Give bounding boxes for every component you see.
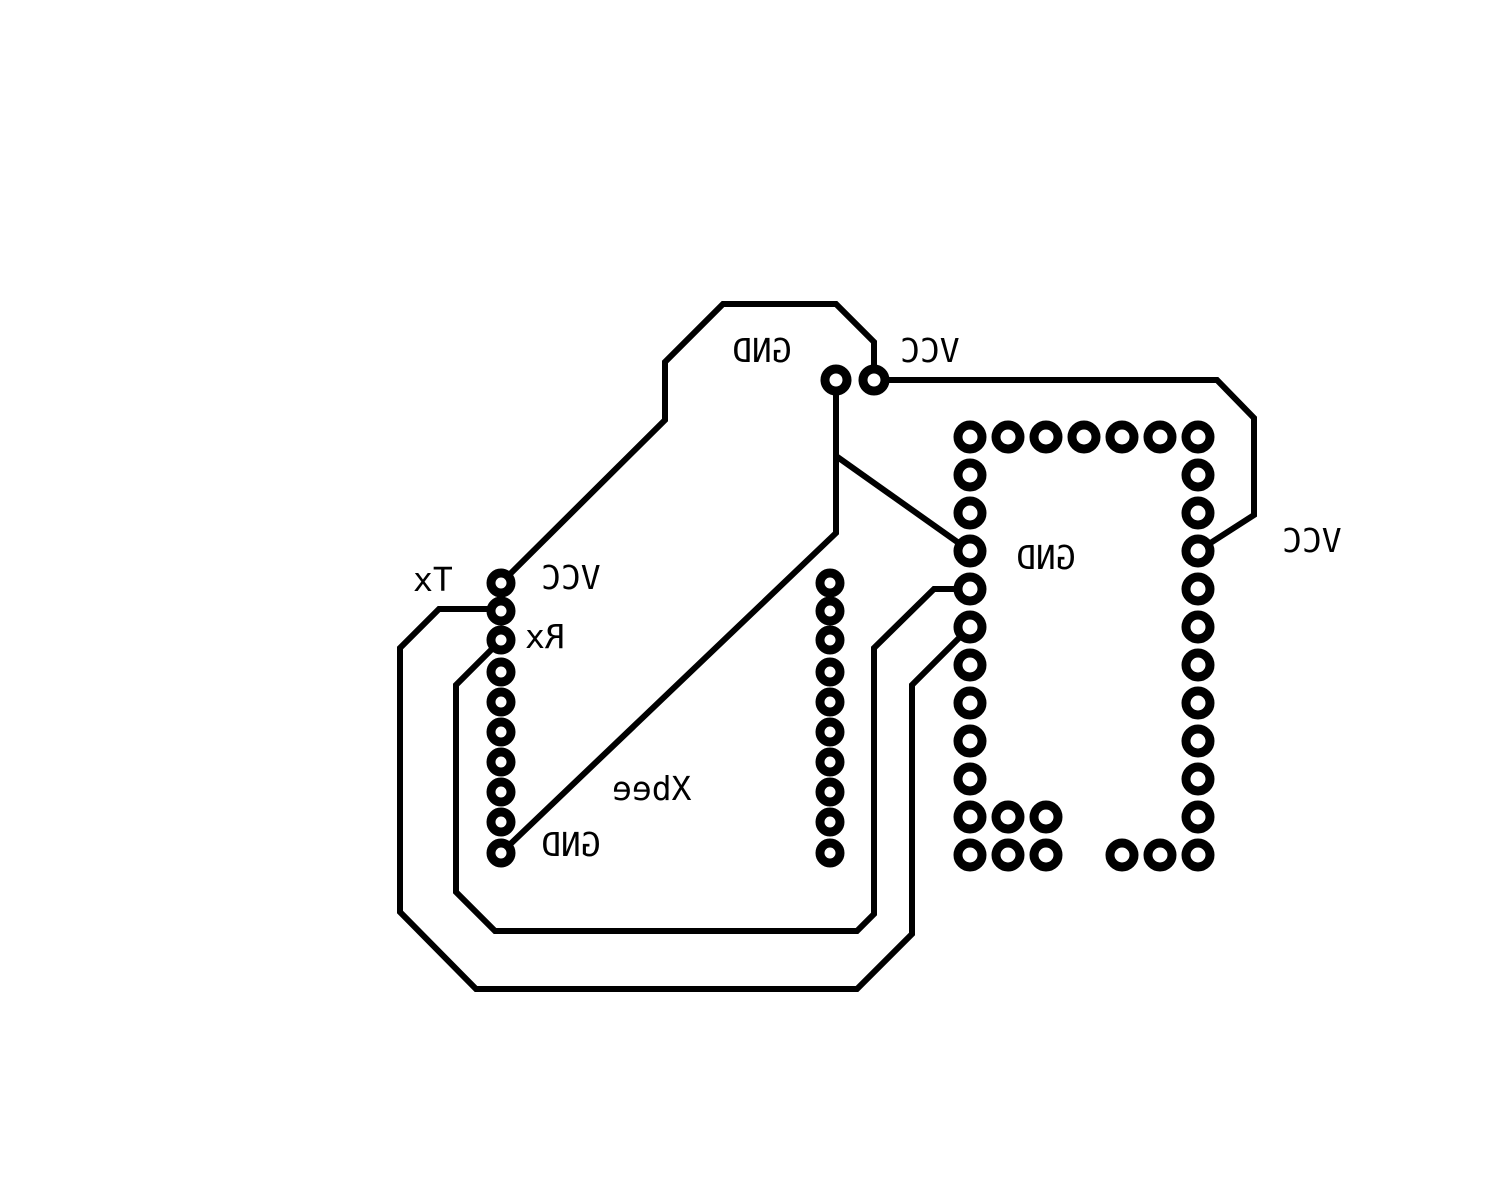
xbee-left-pad-8 <box>486 777 516 807</box>
module-left-pad-4 <box>953 572 987 606</box>
copper-traces <box>397 301 1257 992</box>
label-gnd-xbee: GND <box>541 825 601 864</box>
module-bottom-pad-2 <box>1029 800 1063 834</box>
xbee-left-pad-1 <box>486 568 516 598</box>
xbee-right-pad-9 <box>815 807 845 837</box>
xbee-left-pad-7 <box>486 747 516 777</box>
module-left-pad-9 <box>953 762 987 796</box>
module-bottom-pad-4 <box>1029 838 1063 872</box>
module-right-pad-8 <box>1181 724 1215 758</box>
module-left-pad-8 <box>953 724 987 758</box>
module-right-pad-5 <box>1181 610 1215 644</box>
xbee-right-pad-6 <box>815 717 845 747</box>
xbee-right-pad-3 <box>815 625 845 655</box>
module-right-pad-7 <box>1181 686 1215 720</box>
module-bottom-pad-1 <box>991 800 1025 834</box>
label-gnd-module: GND <box>1016 538 1076 577</box>
module-bottom-pad-5 <box>1105 838 1139 872</box>
module-right-pad-4 <box>1181 572 1215 606</box>
module-right-pad-2 <box>1181 496 1215 530</box>
module-right-pad-1 <box>1181 458 1215 492</box>
xbee-left-pad-6 <box>486 717 516 747</box>
module-bottom-pad-6 <box>1143 838 1177 872</box>
xbee-left-pad-3 <box>486 625 516 655</box>
module-top-pad-2 <box>991 420 1025 454</box>
xbee-right-pad-1 <box>815 568 845 598</box>
module-top-pad-7 <box>1181 420 1215 454</box>
module-right-pad-10 <box>1181 800 1215 834</box>
module-left-pad-5 <box>953 610 987 644</box>
xbee-left-pad-2 <box>486 596 516 626</box>
xbee-right-pad-8 <box>815 777 845 807</box>
module-left-pad-6 <box>953 648 987 682</box>
module-left-pad-3 <box>953 534 987 568</box>
label-vcc-xbee: VCC <box>541 558 601 597</box>
xbee-right-pad-5 <box>815 687 845 717</box>
trace-tx-loop <box>397 606 973 992</box>
module-top-pad-5 <box>1105 420 1139 454</box>
module-right-pad-11 <box>1181 838 1215 872</box>
xbee-left-pad-5 <box>486 687 516 717</box>
header-pad-gnd <box>820 364 852 396</box>
module-top-pad-1 <box>953 420 987 454</box>
module-left-pad-10 <box>953 800 987 834</box>
label-xbee: Xbee <box>612 769 692 808</box>
copper-pads <box>486 364 1215 872</box>
trace-gnd-xbee <box>498 380 839 856</box>
module-left-pad-11 <box>953 838 987 872</box>
trace-rx-loop <box>453 586 970 934</box>
xbee-left-pad-9 <box>486 807 516 837</box>
label-tx: Tx <box>413 560 453 599</box>
trace-vcc-xbee-top <box>498 301 877 586</box>
label-rx: Rx <box>525 617 565 656</box>
module-top-pad-6 <box>1143 420 1177 454</box>
module-top-pad-3 <box>1029 420 1063 454</box>
trace-vcc-right <box>874 377 1257 554</box>
module-left-pad-7 <box>953 686 987 720</box>
module-right-pad-3 <box>1181 534 1215 568</box>
xbee-right-pad-10 <box>815 838 845 868</box>
xbee-right-pad-7 <box>815 747 845 777</box>
module-left-pad-2 <box>953 496 987 530</box>
label-vcc-right: VCC <box>1282 521 1342 560</box>
xbee-left-pad-10 <box>486 838 516 868</box>
xbee-right-pad-4 <box>815 657 845 687</box>
module-left-pad-1 <box>953 458 987 492</box>
module-right-pad-9 <box>1181 762 1215 796</box>
label-vcc-top: VCC <box>900 331 960 370</box>
module-bottom-pad-3 <box>991 838 1025 872</box>
module-right-pad-6 <box>1181 648 1215 682</box>
xbee-right-pad-2 <box>815 596 845 626</box>
trace-gnd-module <box>834 453 972 554</box>
label-gnd-top: GND <box>732 331 792 370</box>
header-pad-vcc <box>858 364 890 396</box>
module-top-pad-4 <box>1067 420 1101 454</box>
xbee-left-pad-4 <box>486 657 516 687</box>
